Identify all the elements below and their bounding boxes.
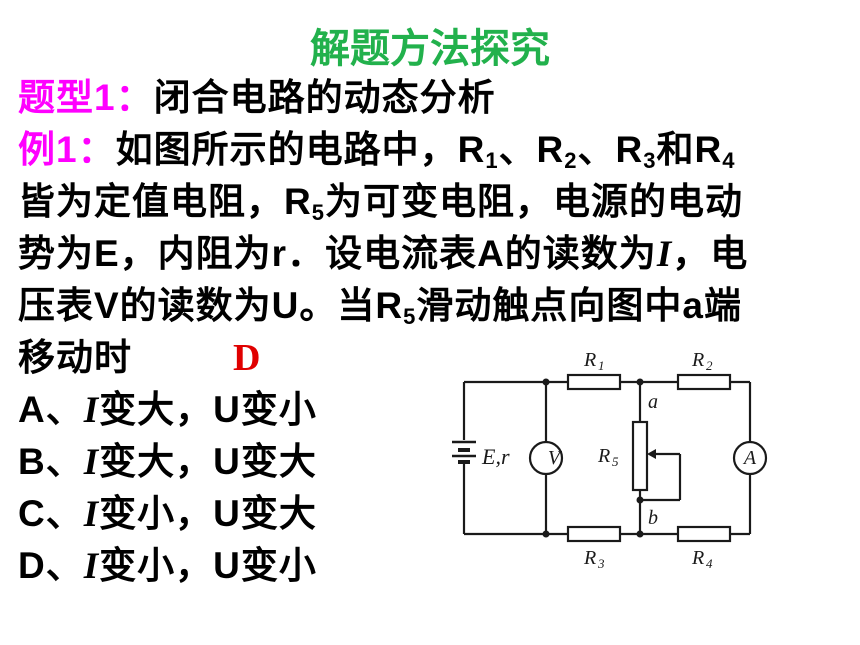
option-d[interactable]: D、I变小，U变小 bbox=[18, 545, 317, 587]
svg-text:1: 1 bbox=[598, 358, 605, 373]
slider-arrow-icon bbox=[647, 449, 656, 459]
circuit-wires bbox=[462, 380, 752, 536]
ammeter-label: A bbox=[742, 447, 757, 469]
r4-label: R bbox=[691, 547, 704, 569]
problem-type-text: 闭合电路的动态分析 bbox=[153, 77, 496, 118]
resistor-r2 bbox=[676, 373, 732, 391]
option-c[interactable]: C、I变小，U变大 bbox=[18, 493, 317, 535]
node-b-label: b bbox=[648, 507, 658, 529]
option-a[interactable]: A、I变大，U变小 bbox=[18, 389, 317, 431]
source-label: E,r bbox=[481, 444, 510, 469]
problem-type-line: 题型1：闭合电路的动态分析 bbox=[18, 72, 496, 124]
question-line-1: 例1：如图所示的电路中，R1、R2、R3和R4 bbox=[18, 129, 736, 173]
r3-label: R bbox=[583, 547, 596, 569]
question-line-4: 压表V的读数为U。当R5滑动触点向图中a端 bbox=[18, 285, 742, 329]
r1-label: R bbox=[583, 349, 596, 371]
example-label: 例1： bbox=[18, 129, 116, 170]
answer-mark: D bbox=[233, 337, 262, 379]
question-line-5: 移动时 D bbox=[18, 332, 260, 384]
svg-text:5: 5 bbox=[612, 454, 619, 469]
battery-symbol bbox=[452, 440, 476, 464]
junction-dots bbox=[542, 378, 644, 538]
r5-label: R bbox=[597, 445, 610, 467]
resistor-r3 bbox=[566, 525, 622, 543]
voltmeter bbox=[528, 440, 564, 476]
question-line-3: 势为E，内阻为r．设电流表A的读数为I，电 bbox=[18, 233, 749, 275]
resistor-r4 bbox=[676, 525, 732, 543]
r2-label: R bbox=[691, 349, 704, 371]
svg-text:3: 3 bbox=[597, 556, 605, 571]
option-b[interactable]: B、I变大，U变大 bbox=[18, 441, 317, 483]
resistor-r5 bbox=[631, 420, 649, 492]
page-title: 解题方法探究 bbox=[310, 27, 550, 71]
ammeter bbox=[732, 440, 768, 476]
voltmeter-label: V bbox=[548, 447, 563, 469]
resistor-r1 bbox=[566, 373, 622, 391]
svg-text:4: 4 bbox=[706, 556, 713, 571]
circuit-diagram: V A E,r R 1 R 2 R 3 R 4 R 5 a b bbox=[452, 349, 768, 571]
problem-type-label: 题型1： bbox=[18, 77, 154, 118]
svg-text:2: 2 bbox=[706, 358, 713, 373]
question-line-2: 皆为定值电阻，R5为可变电阻，电源的电动 bbox=[18, 181, 743, 225]
node-a-label: a bbox=[648, 391, 658, 413]
